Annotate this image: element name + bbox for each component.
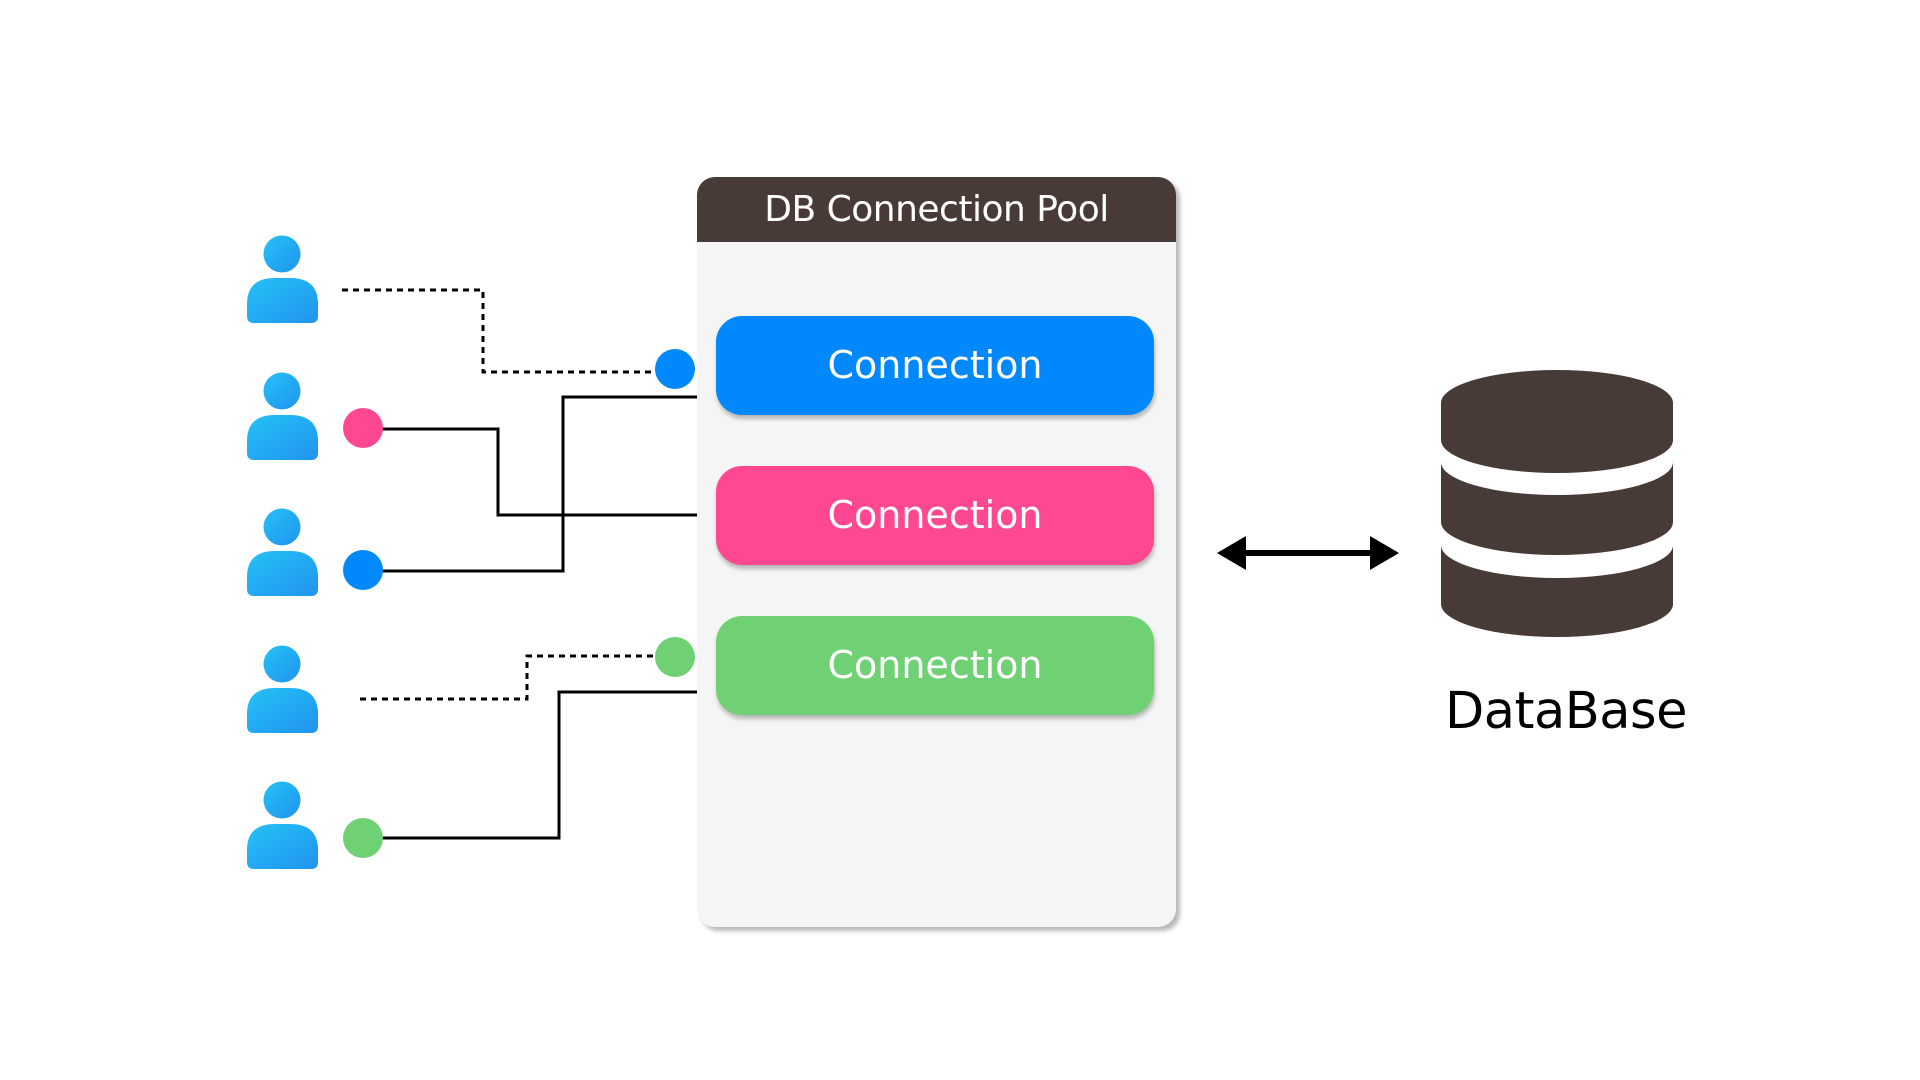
user-head	[263, 508, 301, 546]
user-body	[247, 278, 318, 323]
user-body	[247, 415, 318, 460]
link-user-4	[360, 654, 660, 701]
user-head	[263, 372, 301, 410]
user-icon	[247, 508, 318, 596]
connection-box-2[interactable]: Connection	[716, 466, 1154, 565]
pool-title: DB Connection Pool	[697, 177, 1176, 242]
user-icon	[247, 645, 318, 733]
connection-box-3[interactable]: Connection	[716, 616, 1154, 715]
link-user-3	[380, 395, 718, 573]
connection-pool: DB Connection Pool Connection Connection…	[697, 177, 1176, 927]
user-body	[247, 551, 318, 596]
link-user-2	[380, 427, 715, 517]
user-head	[263, 645, 301, 683]
link-user-1	[342, 288, 660, 374]
user-body	[247, 688, 318, 733]
user-icon	[247, 372, 318, 460]
user-body	[247, 824, 318, 869]
user-icon	[247, 235, 318, 323]
users	[247, 235, 318, 869]
connection-links	[342, 288, 718, 840]
connection-box-1[interactable]: Connection	[716, 316, 1154, 415]
user-head	[263, 235, 301, 273]
user-icon	[247, 781, 318, 869]
link-user-5	[380, 690, 718, 840]
database-label: DataBase	[1445, 682, 1687, 741]
user-head	[263, 781, 301, 819]
